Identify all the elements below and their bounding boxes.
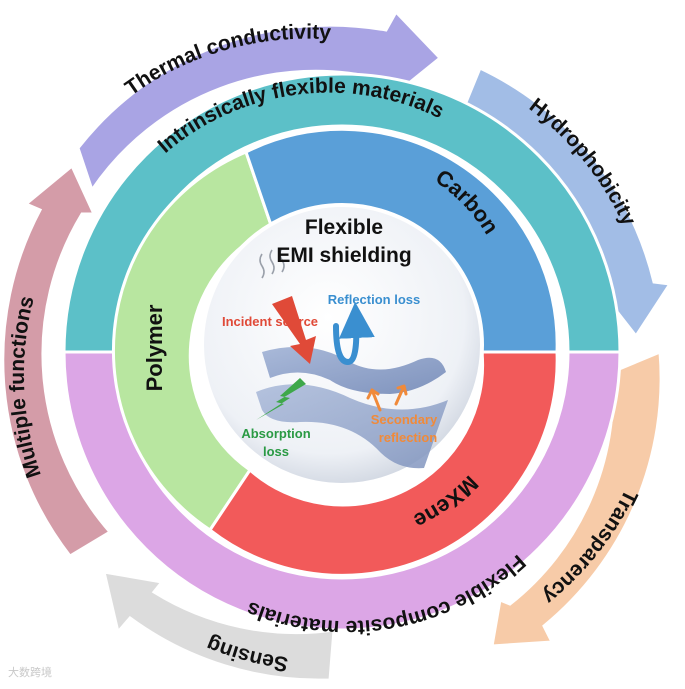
secondary-reflection-arrows	[366, 384, 408, 412]
secondary-label-line1: Secondary	[371, 412, 438, 427]
absorption-bolt	[256, 378, 306, 420]
center-title-line1: Flexible	[305, 216, 383, 239]
polymer-segment	[111, 149, 274, 533]
sensing-arrow	[102, 570, 336, 682]
reflection-loss-label: Reflection loss	[328, 292, 420, 307]
lower-sheet	[256, 384, 448, 469]
polymer-label: Polymer	[142, 304, 167, 391]
incident-arrow	[272, 296, 316, 364]
multiple-functions-arrow	[1, 163, 113, 558]
reflection-arrow	[333, 302, 375, 366]
watermark-text: 大数跨境	[8, 666, 52, 679]
center-title-line2: EMI shielding	[276, 244, 411, 267]
incident-source-label: Incident source	[222, 314, 318, 329]
incident-waves	[259, 247, 285, 279]
absorption-label-line2: loss	[263, 444, 289, 459]
middle-ring-bottom	[62, 350, 622, 632]
transparency-arrow	[490, 349, 663, 648]
secondary-label-line2: reflection	[379, 430, 438, 445]
absorption-label-line1: Absorption	[241, 426, 310, 441]
mxene-segment	[207, 350, 559, 577]
shielding-illustration	[256, 247, 448, 469]
middle-ring-top	[62, 72, 622, 354]
